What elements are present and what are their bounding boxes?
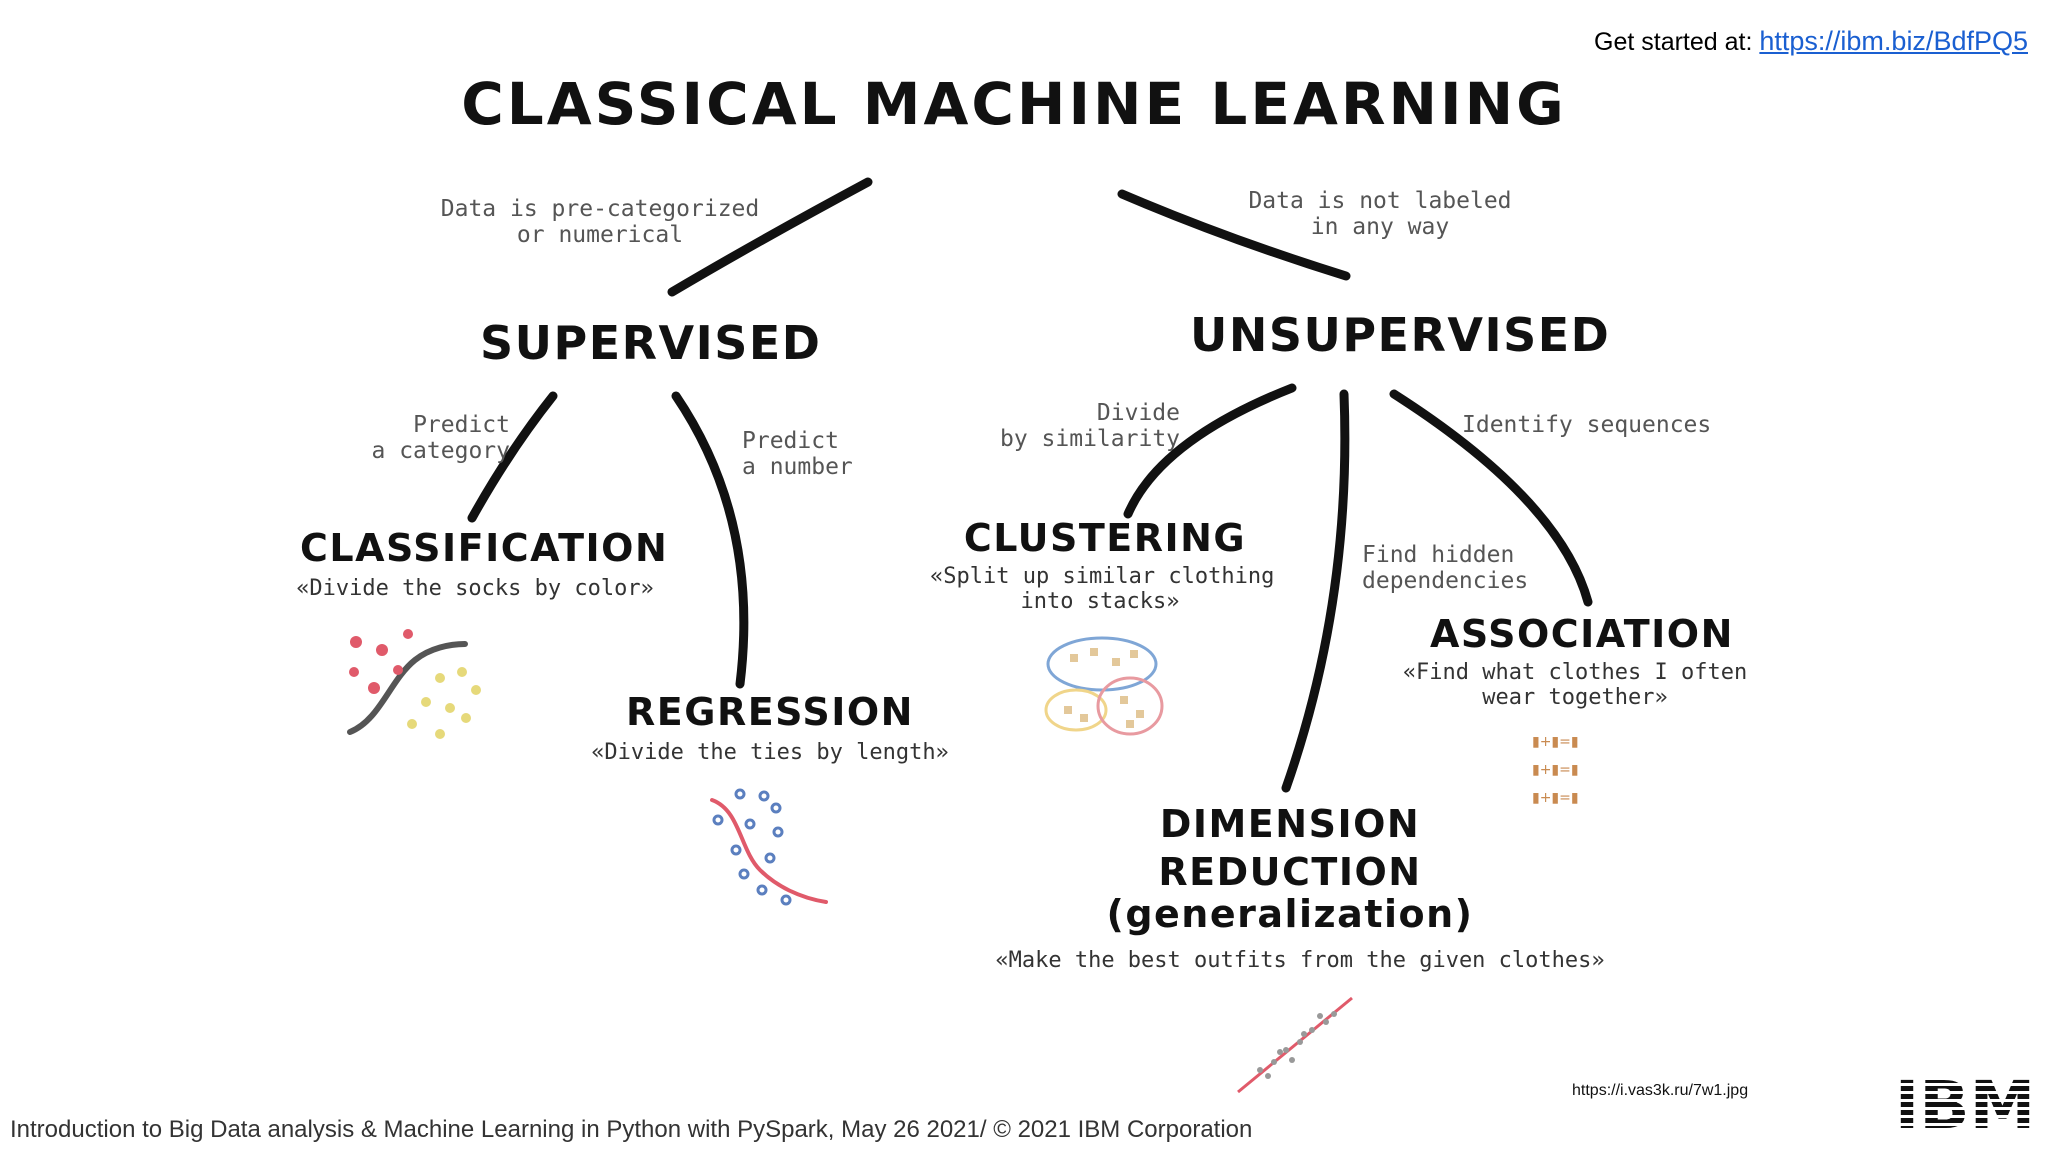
clustering-illustration — [1044, 636, 1164, 736]
get-started-label: Get started at: — [1594, 28, 1760, 56]
connector-title-supervised — [667, 177, 873, 297]
association-note: Identify sequences — [1462, 412, 1712, 438]
regression-example: «Divide the ties by length» — [591, 740, 949, 765]
connector-supervised-regression — [671, 391, 749, 689]
dimension-node: DIMENSION REDUCTION — [1130, 800, 1450, 896]
ibm-logo-text: IBM — [1900, 1070, 2030, 1132]
connector-unsupervised-dimension — [1281, 389, 1350, 793]
connector-unsupervised-association — [1389, 389, 1593, 607]
svg-text:▮+▮=▮: ▮+▮=▮ — [1532, 734, 1579, 750]
association-illustration: ▮+▮=▮ ▮+▮=▮ ▮+▮=▮ — [1532, 734, 1579, 806]
ibm-logo: IBM — [1900, 1070, 2030, 1132]
dimension-label-line3: (generalization) — [1106, 892, 1474, 936]
image-source-url: https://i.vas3k.ru/7w1.jpg — [1572, 1082, 1749, 1099]
association-node: ASSOCIATION — [1430, 612, 1734, 656]
svg-text:▮+▮=▮: ▮+▮=▮ — [1532, 790, 1579, 806]
classification-note: Predict a category — [371, 412, 510, 464]
dimension-note: Find hidden dependencies — [1362, 542, 1529, 594]
dimension-example: «Make the best outfits from the given cl… — [995, 948, 1605, 973]
regression-illustration — [710, 788, 828, 906]
dimension-illustration — [1237, 996, 1353, 1094]
classification-illustration — [347, 629, 481, 739]
clustering-node: CLUSTERING — [963, 516, 1247, 560]
svg-text:▮+▮=▮: ▮+▮=▮ — [1532, 762, 1579, 778]
clustering-example: «Split up similar clothing into stacks» — [930, 564, 1275, 614]
regression-note: Predict a number — [742, 428, 853, 480]
clustering-note: Divide by similarity — [1000, 400, 1181, 452]
association-example: «Find what clothes I often wear together… — [1402, 660, 1748, 710]
dimension-label-line2: REDUCTION — [1158, 850, 1422, 894]
get-started-line: Get started at: https://ibm.biz/BdfPQ5 — [1594, 26, 2028, 57]
diagram-title-text: CLASSICAL MACHINE LEARNING — [461, 70, 1567, 138]
supervised-node: SUPERVISED — [480, 316, 822, 370]
classification-node: CLASSIFICATION — [300, 526, 669, 570]
unsupervised-node: UNSUPERVISED — [1190, 308, 1611, 362]
unsupervised-branch-note: Data is not labeled in any way — [1248, 188, 1512, 240]
classification-example: «Divide the socks by color» — [296, 576, 654, 601]
get-started-link[interactable]: https://ibm.biz/BdfPQ5 — [1759, 26, 2028, 56]
connector-title-unsupervised — [1117, 189, 1351, 281]
footer-text: Introduction to Big Data analysis & Mach… — [10, 1116, 1253, 1143]
diagram-title: CLASSICAL MACHINE LEARNING — [0, 70, 2048, 138]
regression-node: REGRESSION — [626, 690, 914, 734]
supervised-branch-note: Data is pre-categorized or numerical — [440, 196, 760, 248]
dimension-label-line1: DIMENSION — [1159, 802, 1421, 846]
connector-unsupervised-clustering — [1123, 383, 1297, 519]
connector-supervised-classification — [467, 391, 558, 523]
